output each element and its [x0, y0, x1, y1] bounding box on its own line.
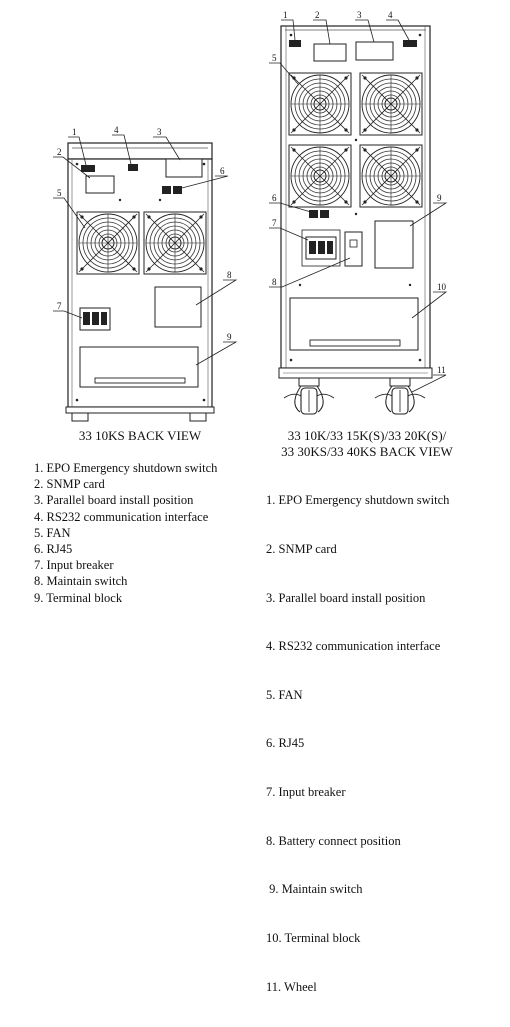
legend-item: 8. Maintain switch [34, 574, 128, 589]
maintain-switch-panel [374, 220, 414, 269]
ups-drawings: 1 2 4 3 5 6 7 8 9 [53, 10, 448, 422]
ups-back-view-diagram: 1 2 4 3 5 6 7 8 9 [34, 10, 453, 994]
left-callout: 6 [220, 166, 225, 176]
right-caption-line-1: 33 10K/33 15K(S)/33 20K(S)/ [287, 428, 447, 443]
left-foot [189, 412, 207, 422]
right-callout: 9 [437, 193, 442, 203]
fan [359, 72, 423, 136]
left-callout-labels: 1 2 4 3 5 6 7 8 9 [57, 125, 232, 342]
right-callout: 4 [388, 10, 393, 20]
right-callout: 11 [437, 365, 446, 375]
epo-switch [289, 40, 301, 47]
rs232-port [81, 165, 95, 172]
right-callout: 6 [272, 193, 277, 203]
right-callout: 8 [272, 277, 277, 287]
fan [288, 72, 352, 136]
right-legend: 1. EPO Emergency shutdown switch 2. SNMP… [266, 460, 449, 1027]
input-breaker [79, 307, 111, 331]
legend-item: 9. Terminal block [34, 590, 123, 605]
legend-item: 5. FAN [266, 687, 303, 702]
right-unit-drawing: 1 2 3 4 5 6 7 8 9 10 11 [269, 10, 448, 415]
snmp-card-slot [85, 175, 115, 194]
legend-item: 3. Parallel board install position [34, 493, 194, 508]
legend-item: 8. Battery connect position [266, 833, 401, 848]
left-legend: 1. EPO Emergency shutdown switch 2. SNMP… [34, 460, 217, 606]
legend-item: 9. Maintain switch [266, 882, 363, 897]
legend-item: 2. SNMP card [266, 542, 337, 557]
left-callout: 5 [57, 188, 62, 198]
left-foot [71, 412, 89, 422]
legend-item: 1. EPO Emergency shutdown switch [266, 493, 450, 508]
left-callout: 7 [57, 301, 62, 311]
epo-switch [128, 164, 138, 171]
legend-item: 1. EPO Emergency shutdown switch [34, 461, 218, 475]
right-callout: 3 [357, 10, 362, 20]
fan [76, 211, 140, 275]
left-callout: 9 [227, 332, 232, 342]
wheel [374, 377, 426, 415]
legend-item: 2. SNMP card [34, 477, 105, 492]
parallel-board-slot [165, 158, 203, 178]
right-callout: 10 [437, 282, 447, 292]
snmp-card-slot [313, 43, 347, 62]
maintain-switch-panel [154, 286, 202, 328]
legend-item: 5. FAN [34, 525, 71, 540]
left-callout: 4 [114, 125, 119, 135]
right-callout: 2 [315, 10, 320, 20]
legend-item: 6. RJ45 [266, 736, 305, 751]
right-callout: 7 [272, 218, 277, 228]
left-unit-drawing: 1 2 4 3 5 6 7 8 9 [53, 125, 238, 422]
legend-item: 7. Input breaker [266, 785, 346, 800]
left-callout: 8 [227, 270, 232, 280]
input-breaker [305, 236, 337, 260]
left-callout: 2 [57, 147, 62, 157]
legend-item: 10. Terminal block [266, 930, 361, 945]
parallel-board-slot [355, 41, 394, 61]
legend-item: 4. RS232 communication interface [34, 509, 209, 524]
battery-connect-panel [344, 231, 363, 267]
legend-item: 6. RJ45 [34, 542, 73, 557]
fan [143, 211, 207, 275]
legend-item: 11. Wheel [266, 979, 317, 994]
left-caption: 33 10KS BACK VIEW [78, 428, 202, 443]
rs232-port [403, 40, 417, 47]
fan [359, 144, 423, 208]
left-callout: 3 [157, 127, 162, 137]
legend-item: 7. Input breaker [34, 558, 114, 573]
right-callout-labels: 1 2 3 4 5 6 7 8 9 10 11 [272, 10, 447, 375]
right-caption-line-2: 33 30KS/33 40KS BACK VIEW [281, 444, 453, 459]
legend-item: 4. RS232 communication interface [266, 639, 441, 654]
legend-item: 3. Parallel board install position [266, 590, 426, 605]
right-callout: 5 [272, 53, 277, 63]
left-top-cap [67, 142, 213, 160]
left-callout: 1 [72, 127, 77, 137]
fan [288, 144, 352, 208]
wheel [283, 377, 335, 415]
right-callout: 1 [283, 10, 288, 20]
